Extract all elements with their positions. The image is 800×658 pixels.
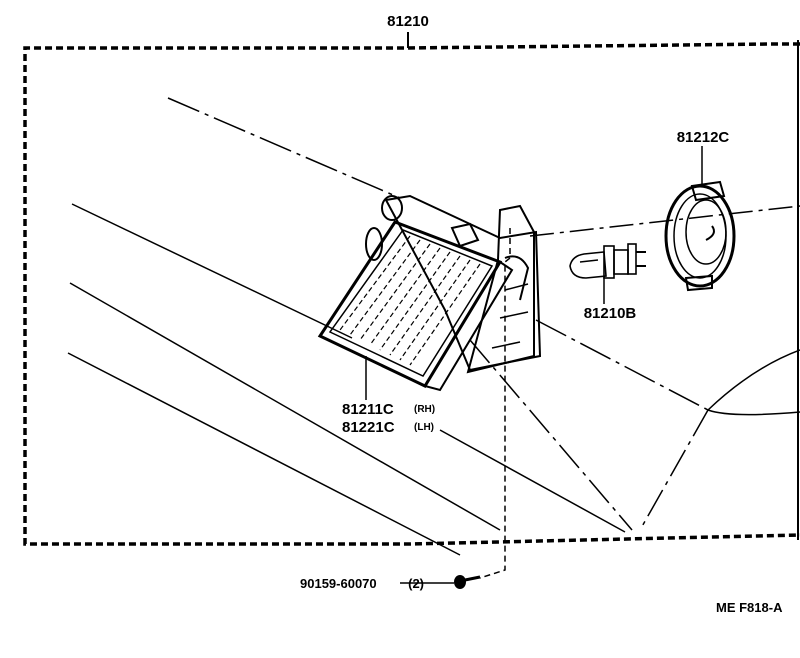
screw-head-icon: [454, 575, 466, 589]
label-lens-rh-side: (RH): [414, 404, 435, 415]
leader-lines: [365, 146, 703, 584]
label-assembly-81210: 81210: [387, 13, 429, 30]
assembly-frame: [23, 32, 800, 546]
label-screw-qty: (2): [408, 576, 424, 591]
label-screw-number: 90159-60070: [300, 576, 377, 591]
label-lens-lh-number: 81221C: [342, 419, 395, 436]
socket-cover-drawing: [664, 180, 736, 292]
label-bulb: 81210B: [584, 305, 637, 322]
lamp-lens-assembly: [317, 194, 542, 392]
label-lens-rh-number: 81211C: [342, 401, 394, 418]
label-socket-cover: 81212C: [677, 129, 730, 146]
bulb-drawing: [569, 243, 646, 279]
label-lens-lh-side: (LH): [414, 422, 434, 433]
footer-code: ME F818-A: [716, 600, 783, 615]
body-contour-lines: [67, 97, 800, 556]
screw-assembly: [454, 228, 511, 589]
